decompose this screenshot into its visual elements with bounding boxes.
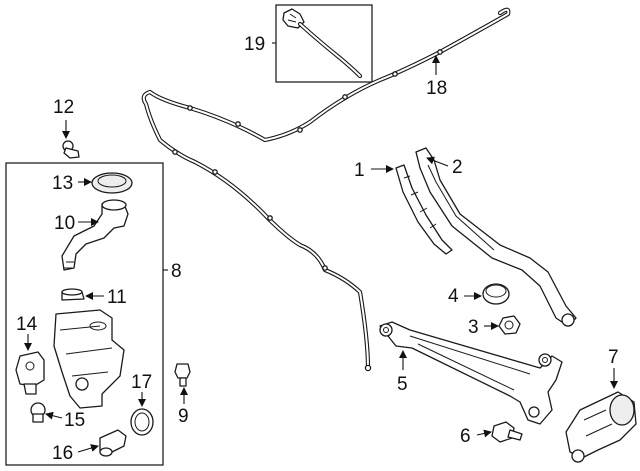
- callout-17: 17: [131, 372, 152, 393]
- washer-pump[interactable]: [15, 351, 45, 395]
- filler-neck[interactable]: [61, 199, 129, 271]
- callout-9: 9: [178, 406, 189, 427]
- callout-6: 6: [460, 426, 471, 447]
- callout-8: 8: [171, 261, 182, 282]
- pivot-nut[interactable]: [498, 315, 521, 335]
- electrical-connector[interactable]: [99, 429, 127, 457]
- wiper-blade[interactable]: [395, 164, 453, 255]
- callout-15: 15: [64, 410, 85, 431]
- retaining-clip[interactable]: [62, 140, 80, 159]
- callout-2: 2: [452, 157, 463, 178]
- callout-5: 5: [397, 374, 408, 395]
- callout-10: 10: [54, 213, 75, 234]
- motor-bolt[interactable]: [491, 421, 523, 443]
- level-sensor[interactable]: [30, 402, 46, 423]
- callout-1: 1: [354, 160, 365, 181]
- wiper-arm[interactable]: [415, 147, 577, 327]
- callout-13: 13: [52, 173, 73, 194]
- leader-lines: [24, 42, 618, 453]
- callout-19: 19: [244, 34, 265, 55]
- pivot-cap[interactable]: [482, 283, 510, 305]
- washer-reservoir[interactable]: [53, 309, 125, 409]
- washer-hose[interactable]: [141, 7, 511, 372]
- pump-seal[interactable]: [130, 408, 154, 436]
- hose-connector[interactable]: [282, 8, 363, 79]
- callout-12: 12: [53, 97, 74, 118]
- wiper-linkage[interactable]: [379, 321, 563, 425]
- callout-14: 14: [16, 314, 38, 335]
- reservoir-cap[interactable]: [91, 172, 133, 194]
- callout-11: 11: [107, 287, 127, 308]
- callout-18: 18: [426, 78, 447, 99]
- callout-3: 3: [468, 317, 479, 338]
- reservoir-bolt[interactable]: [174, 363, 191, 387]
- reservoir-group-box: [5, 162, 164, 466]
- pump-grommet[interactable]: [61, 288, 85, 301]
- callout-7: 7: [608, 347, 619, 368]
- callout-16: 16: [52, 443, 73, 464]
- wiper-motor[interactable]: [565, 391, 637, 463]
- callout-labels: 19 18 1 2 4 3 5 7 6 12 13 10 8 11 14 17 …: [16, 34, 619, 464]
- callout-4: 4: [448, 286, 459, 307]
